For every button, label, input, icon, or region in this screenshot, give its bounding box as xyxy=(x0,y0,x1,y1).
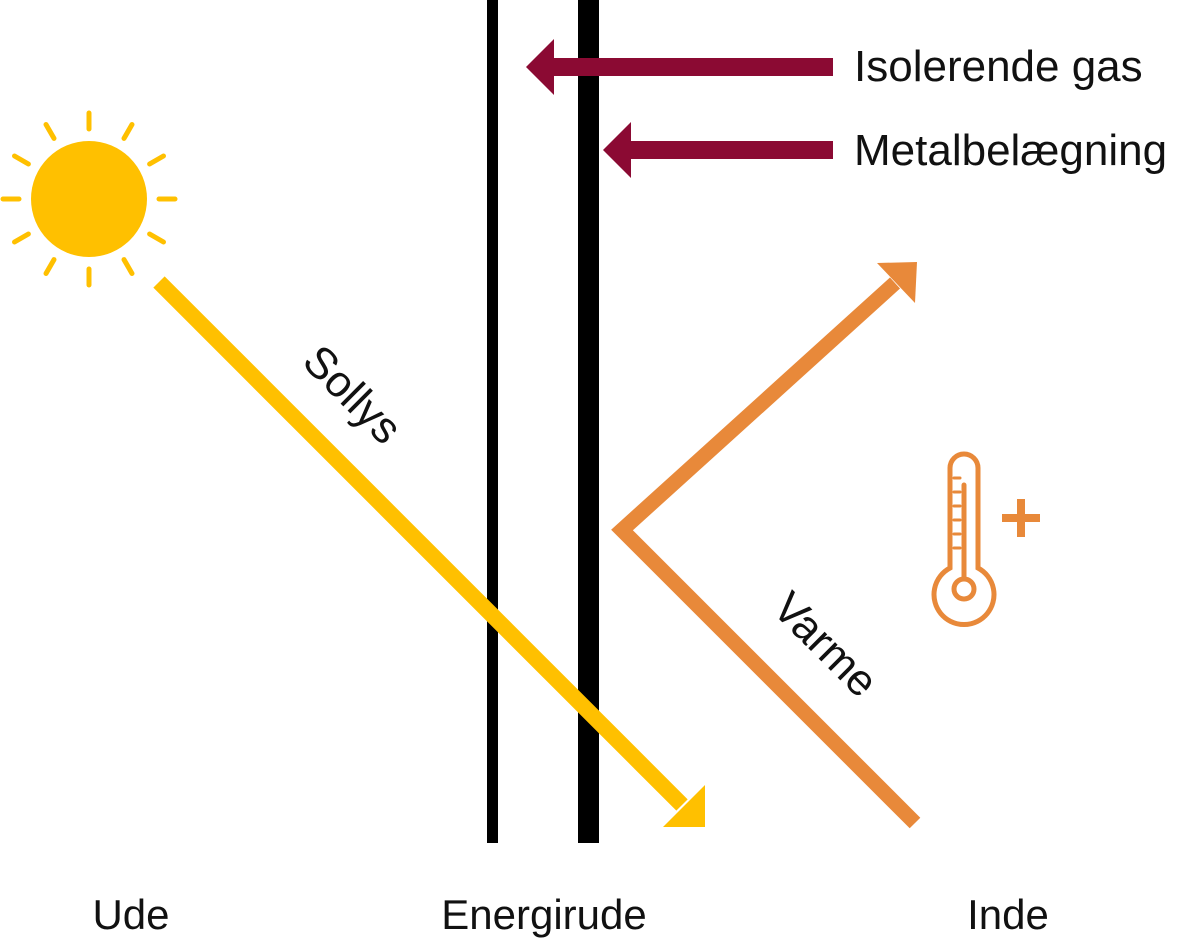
coating-label: Metalbelægning xyxy=(854,126,1167,175)
gas-label: Isolerende gas xyxy=(854,42,1143,91)
heat-ray xyxy=(611,262,921,829)
inner-glass-pane-coated xyxy=(578,0,599,843)
sun-icon xyxy=(0,110,178,288)
outer-glass-pane xyxy=(487,0,498,843)
heat-arrowhead xyxy=(877,262,917,303)
outside-label: Ude xyxy=(92,891,169,938)
thermometer-plus-icon xyxy=(931,451,1040,627)
gas-pointer-arrow xyxy=(526,39,833,95)
inside-label: Inde xyxy=(967,891,1049,938)
sunlight-ray xyxy=(153,276,705,827)
coating-pointer-arrow xyxy=(603,122,833,178)
sunlight-arrowhead xyxy=(663,785,705,827)
window-label: Energirude xyxy=(441,891,646,938)
plus-icon xyxy=(1002,499,1040,537)
